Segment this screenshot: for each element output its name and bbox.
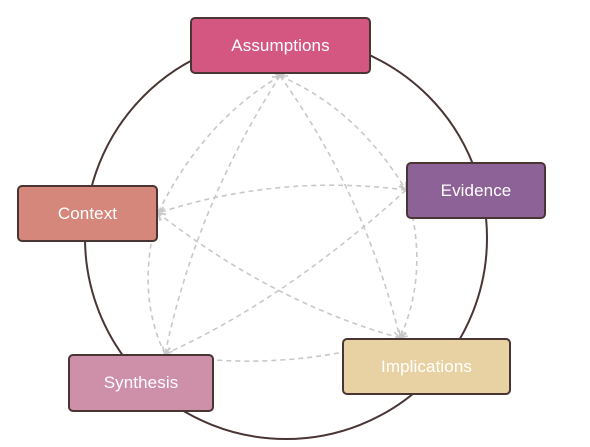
node-assumptions: Assumptions [190,17,371,74]
node-synthesis: Synthesis [68,354,214,412]
node-implications: Implications [342,338,511,395]
edge-assumptions-context [156,68,289,215]
edge-group [147,67,418,363]
edge-assumptions-synthesis [161,67,288,356]
node-context: Context [17,185,158,242]
edge-assumptions-evidence [271,69,407,192]
edge-evidence-context [156,184,414,216]
node-evidence: Evidence [406,162,546,219]
edge-implications-context [156,212,408,345]
edge-assumptions-implications [272,67,403,340]
